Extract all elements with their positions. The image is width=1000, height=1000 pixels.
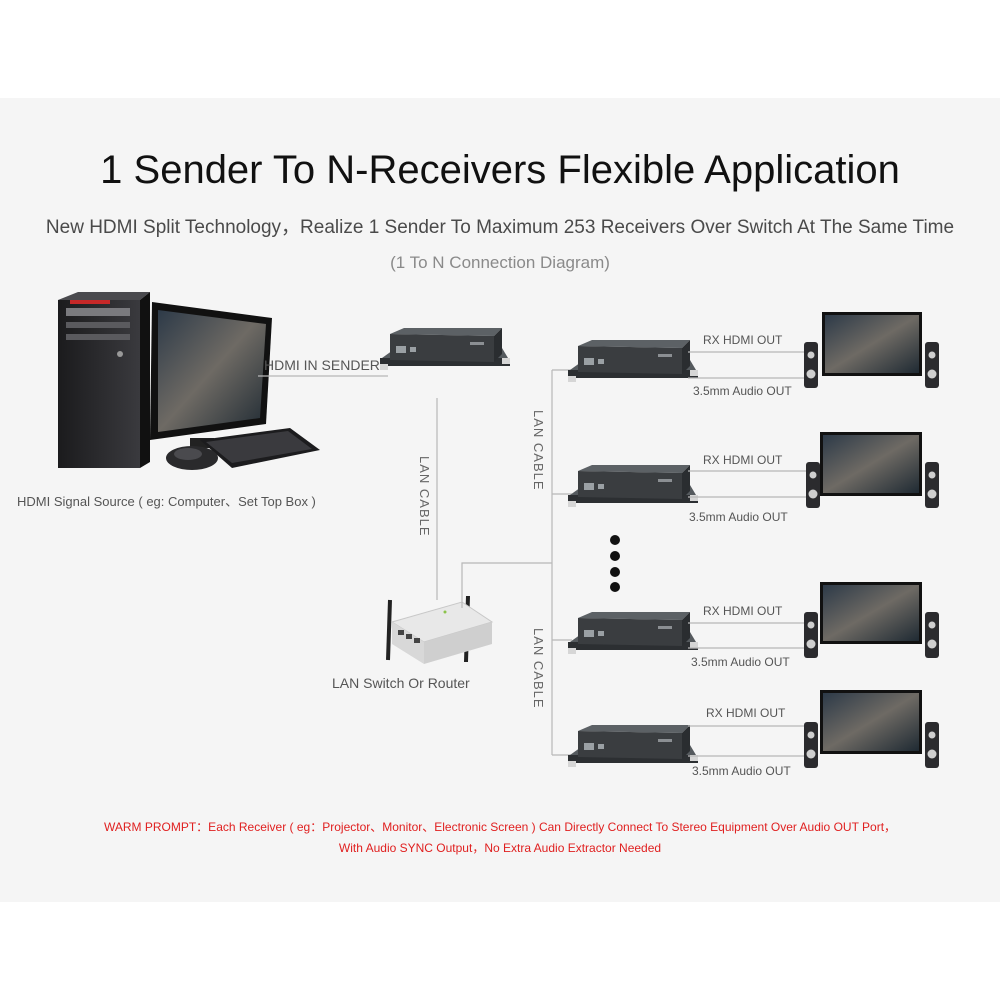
speaker-icon: [925, 722, 939, 768]
speaker-icon: [804, 722, 818, 768]
lan-cable-label-receivers-top: LAN CABLE: [531, 410, 546, 491]
receiver-device-icon: [568, 725, 698, 767]
speaker-icon: [925, 612, 939, 658]
tv-screen-icon: [820, 432, 922, 496]
tv-screen-icon: [822, 312, 922, 376]
receiver-3-video-label: RX HDMI OUT: [703, 604, 783, 618]
speaker-icon: [925, 462, 939, 508]
receiver-device-icon: [568, 465, 698, 507]
page-title: 1 Sender To N-Receivers Flexible Applica…: [100, 148, 900, 192]
receiver-device-icon: [568, 612, 698, 654]
lan-switch-icon: [386, 595, 494, 664]
receiver-3-audio-label: 3.5mm Audio OUT: [691, 655, 790, 669]
keyboard-icon: [200, 428, 320, 468]
more-receivers-dots-icon: [610, 535, 620, 592]
tv-screen-icon: [820, 690, 922, 754]
sender-device-icon: [380, 328, 510, 370]
lan-cable-label-sender: LAN CABLE: [417, 456, 432, 537]
speaker-icon: [925, 342, 939, 388]
diagram-caption: (1 To N Connection Diagram): [390, 253, 610, 272]
receiver-device-icon: [568, 340, 698, 382]
receiver-2-video-label: RX HDMI OUT: [703, 453, 783, 467]
monitor-icon: [150, 302, 272, 448]
tv-screen-icon: [820, 582, 922, 644]
content-panel: [0, 98, 1000, 902]
speaker-icon: [804, 342, 818, 388]
computer-tower-icon: [58, 292, 150, 468]
receiver-4-audio-label: 3.5mm Audio OUT: [692, 764, 791, 778]
mouse-icon: [166, 446, 218, 470]
receiver-1-video-label: RX HDMI OUT: [703, 333, 783, 347]
warm-prompt-line-1: WARM PROMPT：Each Receiver ( eg：Projector…: [103, 820, 897, 834]
page-subtitle: New HDMI Split Technology，Realize 1 Send…: [45, 217, 955, 238]
speaker-icon: [806, 462, 820, 508]
receiver-1-audio-label: 3.5mm Audio OUT: [693, 384, 792, 398]
switch-label: LAN Switch Or Router: [332, 675, 470, 691]
receiver-4-video-label: RX HDMI OUT: [706, 706, 786, 720]
switch-lan-line: [461, 562, 552, 608]
source-label: HDMI Signal Source ( eg: Computer、Set To…: [17, 494, 316, 509]
warm-prompt-line-2: With Audio SYNC Output，No Extra Audio Ex…: [338, 841, 662, 855]
speaker-icon: [804, 612, 818, 658]
sender-label: HDMI IN SENDER: [264, 357, 380, 373]
receiver-2-audio-label: 3.5mm Audio OUT: [689, 510, 788, 524]
lan-cable-label-receivers-bottom: LAN CABLE: [531, 628, 546, 709]
